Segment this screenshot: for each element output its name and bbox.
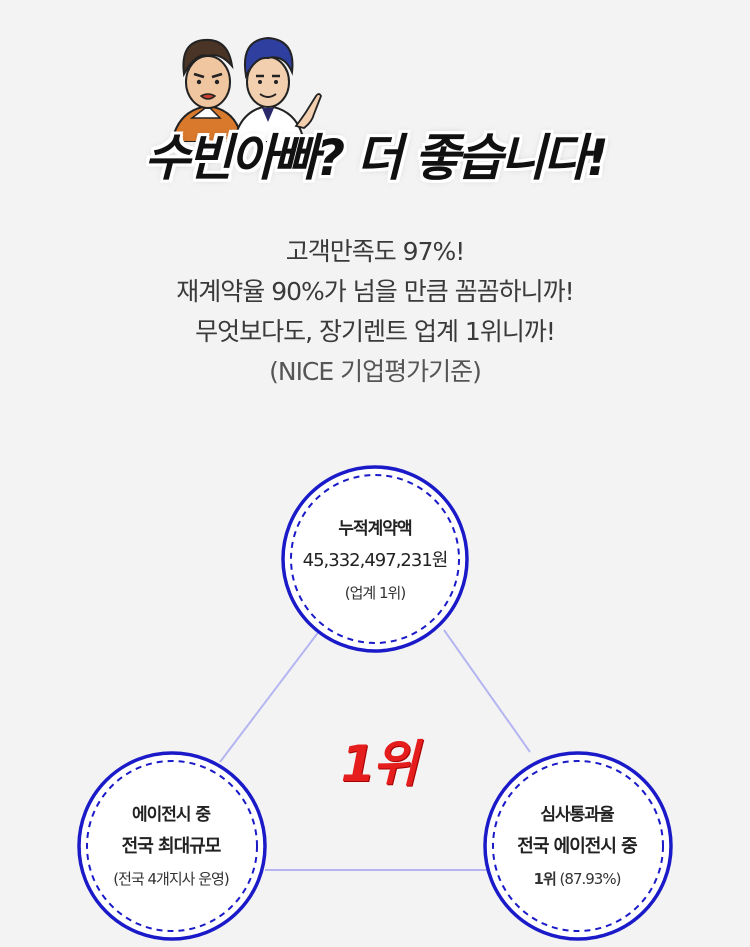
circle-top	[281, 465, 469, 653]
headline: 수빈아빠? 더 좋습니다!	[144, 129, 609, 187]
circle-left-value: 전국 최대규모	[121, 836, 222, 857]
circle-top-sub: (업계 1위)	[344, 584, 406, 602]
center-rank: 1위	[340, 735, 419, 793]
connector-top-left	[219, 629, 321, 763]
two-cartoon-men-icon	[170, 36, 322, 142]
copy-line-2: 재계약율 90%가 넘을 만큼 꼼꼼하니까!	[176, 277, 574, 306]
circle-left-sub: (전국 4개지사 운영)	[113, 870, 229, 888]
circle-top-title: 누적계약액	[338, 519, 412, 539]
copy-note: (NICE 기업평가기준)	[269, 357, 482, 386]
circle-top-value: 45,332,497,231원	[302, 550, 449, 571]
copy-line-3: 무엇보다도, 장기렌트 업계 1위니까!	[195, 317, 556, 346]
circle-left-title: 에이전시 중	[131, 805, 211, 825]
promo-copy: 고객만족도 97%! 재계약율 90%가 넘을 만큼 꼼꼼하니까! 무엇보다도,…	[0, 232, 750, 392]
circle-top-text: 누적계약액 45,332,497,231원 (업계 1위)	[282, 513, 468, 609]
copy-line-1: 고객만족도 97%!	[285, 237, 466, 266]
circle-right-title: 심사통과율	[540, 805, 614, 825]
circle-right	[483, 751, 673, 941]
circle-left	[77, 751, 267, 941]
connector-top-right	[443, 629, 531, 753]
circle-right-sub-rank: 1위	[533, 870, 557, 888]
circle-left-text: 에이전시 중 전국 최대규모 (전국 4개지사 운영)	[78, 799, 264, 895]
circle-right-text: 심사통과율 전국 에이전시 중 1위 (87.93%)	[484, 799, 670, 895]
circle-right-sub-rate: (87.93%)	[555, 870, 622, 888]
circle-right-sub: 1위 (87.93%)	[484, 863, 670, 895]
connector-lines	[219, 629, 531, 871]
circle-right-value: 전국 에이전시 중	[517, 836, 637, 857]
